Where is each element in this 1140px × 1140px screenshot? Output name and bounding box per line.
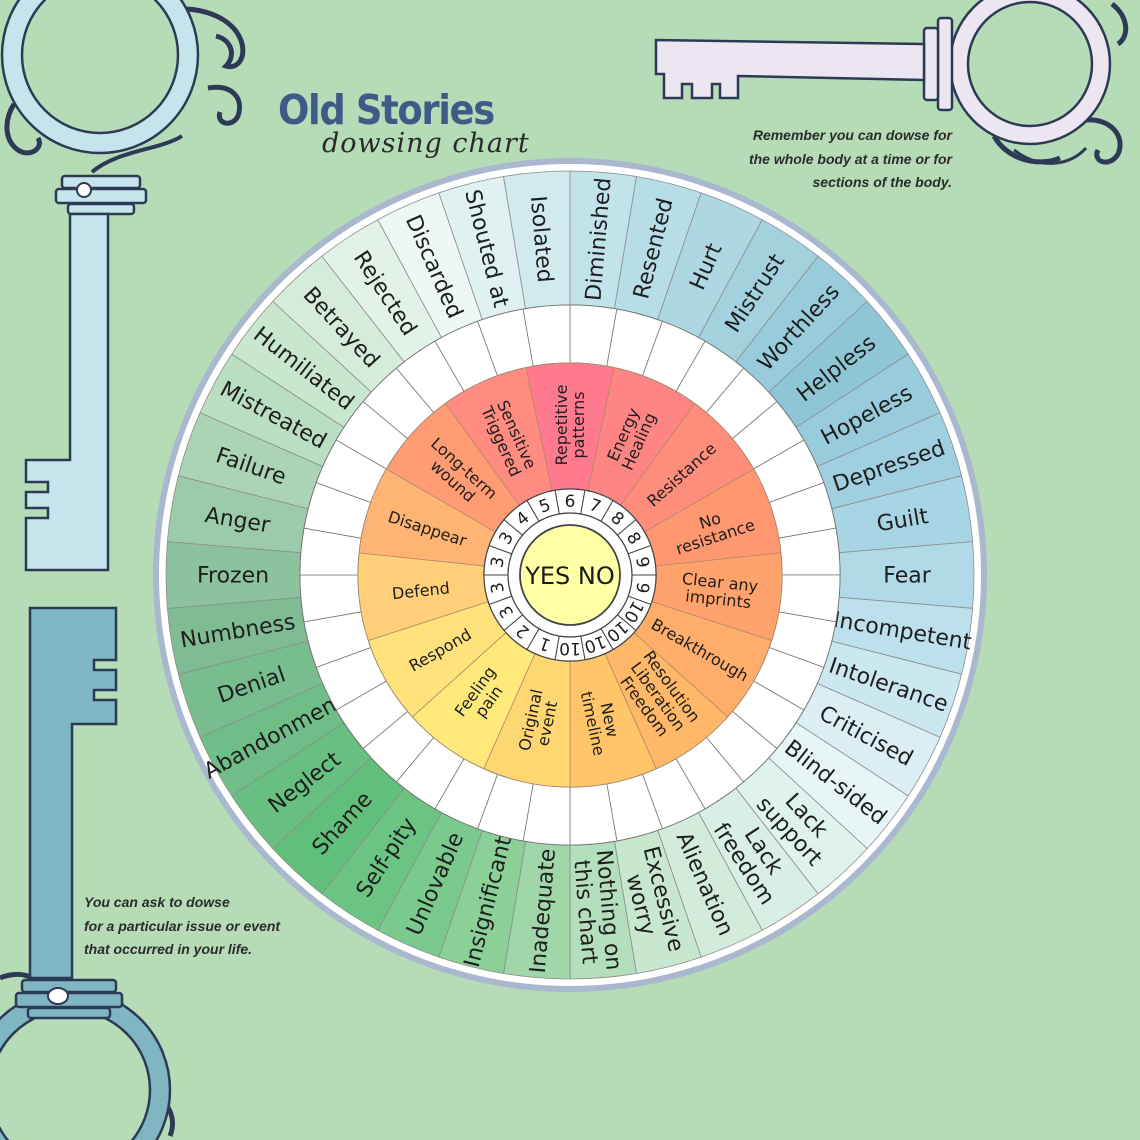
key-bottom-left-icon: [0, 608, 172, 1140]
note-top-right: Remember you can dowse for the whole bod…: [749, 124, 952, 195]
note-line: Remember you can dowse for: [749, 124, 952, 148]
inner-label: Repetitivepatterns: [552, 385, 588, 466]
number-label: 6: [565, 492, 576, 512]
note-line: the whole body at a time or for: [749, 148, 952, 172]
outer-label: Nothing onthis chart: [568, 849, 626, 973]
outer-label: Frozen: [197, 564, 269, 589]
number-label: 10: [559, 638, 581, 658]
outer-label: Fear: [883, 564, 931, 589]
note-line: that occurred in your life.: [84, 938, 280, 962]
note-line: sections of the body.: [749, 171, 952, 195]
note-line: You can ask to dowse: [84, 891, 280, 915]
page-title: Old Stories: [278, 86, 494, 134]
note-bottom-left: You can ask to dowse for a particular is…: [84, 891, 280, 962]
note-line: for a particular issue or event: [84, 915, 280, 939]
center-yes-no: YES NO: [524, 562, 615, 590]
page-subtitle: dowsing chart: [322, 128, 530, 159]
